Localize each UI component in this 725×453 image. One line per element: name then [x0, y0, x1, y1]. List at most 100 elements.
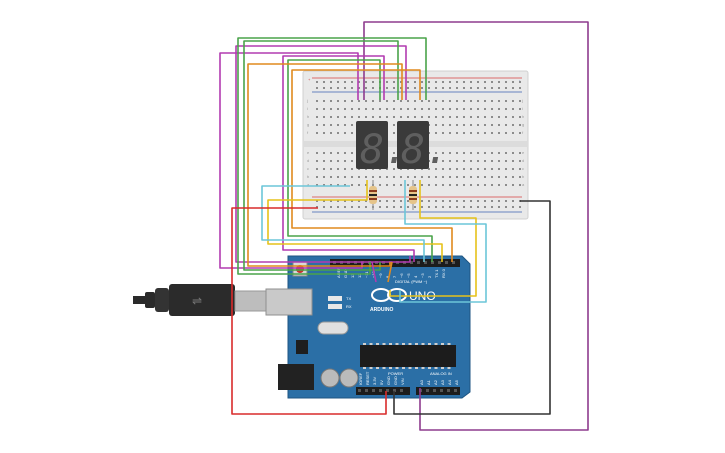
- breadboard-hole[interactable]: [400, 176, 402, 178]
- breadboard-hole[interactable]: [477, 81, 479, 83]
- breadboard-hole[interactable]: [372, 81, 374, 83]
- breadboard-hole[interactable]: [323, 108, 325, 110]
- breadboard-hole[interactable]: [316, 152, 318, 154]
- breadboard-hole[interactable]: [337, 168, 339, 170]
- breadboard-hole[interactable]: [337, 124, 339, 126]
- breadboard-hole[interactable]: [337, 176, 339, 178]
- breadboard-hole[interactable]: [400, 108, 402, 110]
- breadboard-hole[interactable]: [505, 152, 507, 154]
- breadboard-hole[interactable]: [379, 176, 381, 178]
- breadboard-hole[interactable]: [330, 160, 332, 162]
- breadboard-hole[interactable]: [337, 206, 339, 208]
- breadboard-hole[interactable]: [463, 176, 465, 178]
- breadboard-hole[interactable]: [512, 160, 514, 162]
- breadboard-hole[interactable]: [393, 108, 395, 110]
- breadboard-hole[interactable]: [358, 87, 360, 89]
- breadboard-hole[interactable]: [400, 206, 402, 208]
- power-pin[interactable]: [365, 389, 368, 392]
- breadboard-hole[interactable]: [449, 124, 451, 126]
- reset-button-cap[interactable]: [296, 265, 304, 273]
- breadboard-hole[interactable]: [470, 200, 472, 202]
- breadboard-hole[interactable]: [484, 124, 486, 126]
- breadboard-hole[interactable]: [407, 100, 409, 102]
- breadboard-hole[interactable]: [365, 108, 367, 110]
- breadboard-hole[interactable]: [421, 206, 423, 208]
- breadboard-hole[interactable]: [449, 108, 451, 110]
- breadboard-hole[interactable]: [330, 176, 332, 178]
- breadboard-hole[interactable]: [379, 100, 381, 102]
- breadboard-hole[interactable]: [344, 124, 346, 126]
- breadboard-hole[interactable]: [435, 81, 437, 83]
- breadboard-hole[interactable]: [442, 87, 444, 89]
- breadboard-hole[interactable]: [316, 168, 318, 170]
- breadboard-hole[interactable]: [498, 116, 500, 118]
- breadboard-hole[interactable]: [428, 206, 430, 208]
- breadboard-hole[interactable]: [491, 124, 493, 126]
- breadboard-hole[interactable]: [470, 124, 472, 126]
- breadboard-hole[interactable]: [316, 200, 318, 202]
- breadboard-hole[interactable]: [435, 124, 437, 126]
- breadboard-hole[interactable]: [365, 87, 367, 89]
- breadboard-hole[interactable]: [330, 81, 332, 83]
- breadboard-hole[interactable]: [386, 200, 388, 202]
- breadboard-hole[interactable]: [463, 81, 465, 83]
- breadboard-hole[interactable]: [484, 206, 486, 208]
- breadboard-hole[interactable]: [505, 184, 507, 186]
- breadboard-hole[interactable]: [344, 116, 346, 118]
- power-pin[interactable]: [379, 389, 382, 392]
- breadboard-hole[interactable]: [491, 168, 493, 170]
- breadboard-hole[interactable]: [477, 132, 479, 134]
- breadboard-hole[interactable]: [316, 124, 318, 126]
- breadboard-hole[interactable]: [484, 200, 486, 202]
- breadboard-hole[interactable]: [435, 87, 437, 89]
- wire-magenta-1[interactable]: [219, 52, 363, 269]
- breadboard-hole[interactable]: [344, 160, 346, 162]
- breadboard-hole[interactable]: [491, 81, 493, 83]
- breadboard-hole[interactable]: [407, 87, 409, 89]
- wire-yellow-2[interactable]: [389, 180, 477, 297]
- breadboard-hole[interactable]: [393, 168, 395, 170]
- header-pin[interactable]: [410, 261, 413, 264]
- breadboard-hole[interactable]: [435, 108, 437, 110]
- breadboard-hole[interactable]: [498, 81, 500, 83]
- breadboard-hole[interactable]: [337, 108, 339, 110]
- breadboard-hole[interactable]: [463, 206, 465, 208]
- breadboard-hole[interactable]: [316, 206, 318, 208]
- breadboard-hole[interactable]: [484, 168, 486, 170]
- breadboard-hole[interactable]: [337, 132, 339, 134]
- breadboard-hole[interactable]: [512, 184, 514, 186]
- breadboard-hole[interactable]: [505, 132, 507, 134]
- breadboard-hole[interactable]: [351, 168, 353, 170]
- breadboard-hole[interactable]: [372, 100, 374, 102]
- breadboard-hole[interactable]: [323, 116, 325, 118]
- header-pin[interactable]: [417, 261, 420, 264]
- breadboard-hole[interactable]: [351, 108, 353, 110]
- breadboard-hole[interactable]: [400, 100, 402, 102]
- breadboard-hole[interactable]: [421, 184, 423, 186]
- breadboard-hole[interactable]: [470, 116, 472, 118]
- breadboard-hole[interactable]: [428, 116, 430, 118]
- breadboard-hole[interactable]: [400, 116, 402, 118]
- breadboard-hole[interactable]: [393, 87, 395, 89]
- breadboard-hole[interactable]: [379, 116, 381, 118]
- breadboard-hole[interactable]: [435, 176, 437, 178]
- breadboard-hole[interactable]: [372, 108, 374, 110]
- breadboard-hole[interactable]: [330, 184, 332, 186]
- breadboard-hole[interactable]: [428, 184, 430, 186]
- breadboard-hole[interactable]: [365, 100, 367, 102]
- breadboard-hole[interactable]: [498, 160, 500, 162]
- breadboard-hole[interactable]: [470, 108, 472, 110]
- breadboard-hole[interactable]: [421, 81, 423, 83]
- wire-magenta-2[interactable]: [235, 45, 411, 263]
- breadboard-hole[interactable]: [414, 100, 416, 102]
- breadboard-hole[interactable]: [316, 108, 318, 110]
- breadboard-hole[interactable]: [442, 206, 444, 208]
- breadboard-hole[interactable]: [463, 184, 465, 186]
- breadboard-hole[interactable]: [330, 108, 332, 110]
- breadboard-hole[interactable]: [330, 87, 332, 89]
- breadboard-hole[interactable]: [379, 200, 381, 202]
- breadboard-hole[interactable]: [316, 87, 318, 89]
- breadboard-hole[interactable]: [435, 132, 437, 134]
- breadboard-hole[interactable]: [477, 116, 479, 118]
